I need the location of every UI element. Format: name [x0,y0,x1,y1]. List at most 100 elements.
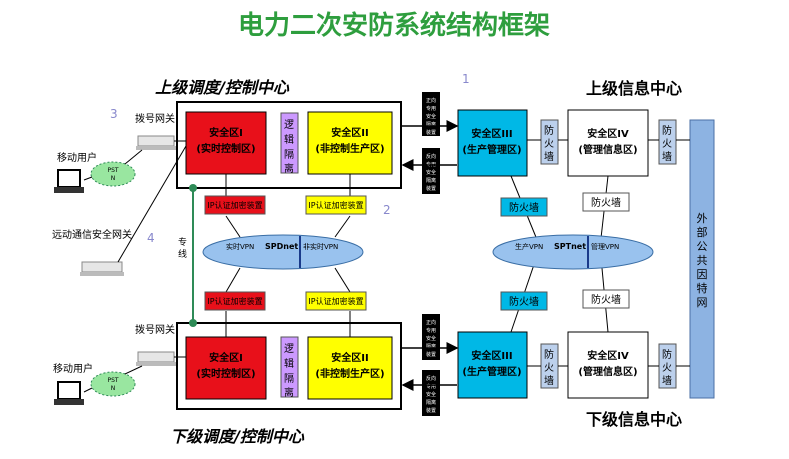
upper-zone1-box[interactable] [185,111,267,175]
svg-text:安全区II: 安全区II [331,351,368,364]
svg-text:墙: 墙 [544,374,554,387]
lower-zone1-box[interactable] [185,336,267,400]
svg-text:(管理信息区): (管理信息区) [578,365,637,378]
page-title: 电力二次安防系统结构框架 [238,10,550,41]
upper-forward-isolation[interactable] [422,92,440,136]
lower-pstn-cloud [90,371,136,397]
upper-firewall-3-4[interactable] [540,119,559,165]
upper-dispatch-frame [176,101,402,189]
upper-dialup-device[interactable] [137,135,175,147]
svg-text:外: 外 [697,212,708,225]
sptnet-center-label: SPTnet [554,242,586,251]
marker-3: 3 [110,107,118,121]
upper-firewall-4-ext[interactable] [658,119,677,165]
spdnet-right-label: 非实时VPN [303,242,338,251]
svg-text:安全: 安全 [426,335,436,342]
svg-text:(生产管理区): (生产管理区) [462,143,521,156]
svg-text:特: 特 [697,281,708,295]
svg-text:防火墙: 防火墙 [509,295,539,308]
svg-text:专用: 专用 [426,383,436,390]
svg-text:专用: 专用 [426,327,436,334]
lower-dialup-device[interactable] [137,351,175,363]
svg-text:公: 公 [697,240,708,253]
svg-text:(非控制生产区): (非控制生产区) [315,367,384,380]
upper-mobile-user-icon[interactable] [57,169,81,188]
sptnet-left-label: 生产VPN [515,242,543,251]
svg-text:装置: 装置 [426,351,436,358]
sptnet-right-label: 管理VPN [591,242,619,251]
svg-text:装置: 装置 [426,407,436,414]
upper-logic-char-4: 离 [284,162,294,175]
lower-ip-auth-nonrealtime[interactable] [305,291,367,311]
svg-text:防: 防 [662,348,672,361]
svg-text:隔离: 隔离 [426,399,436,406]
upper-logic-char-2: 辑 [284,133,294,146]
svg-text:防火墙: 防火墙 [509,201,539,214]
svg-text:墙: 墙 [544,150,554,163]
svg-text:部: 部 [697,225,708,239]
lower-ip-auth-realtime[interactable] [204,291,266,311]
lower-mobile-user-icon[interactable] [57,381,81,400]
upper-logic-char-1: 逻 [284,119,294,131]
upper-reverse-isolation[interactable] [422,148,440,194]
svg-text:正向: 正向 [426,319,436,326]
upper-zone3-box[interactable] [457,109,528,177]
spdnet-ellipse[interactable] [202,234,364,270]
svg-text:安全: 安全 [426,391,436,398]
lower-reverse-isolation[interactable] [422,370,440,416]
svg-text:IP认证加密装置: IP认证加密装置 [308,296,363,306]
svg-text:安全: 安全 [426,113,436,120]
spdnet-center-label: SPDnet [265,242,298,251]
upper-ip-auth-nonrealtime[interactable] [305,195,367,215]
upper-dispatch-label: 上级调度/控制中心 [155,78,290,97]
svg-text:安全区IV: 安全区IV [587,349,629,362]
svg-text:正向: 正向 [426,97,436,104]
upper-pstn-cloud [90,161,136,187]
lower-zone3-box[interactable] [457,331,528,399]
zone4-upper-firewall-h[interactable] [582,192,630,212]
upper-zone2-box[interactable] [307,111,393,175]
marker-4: 4 [147,231,155,245]
lower-logic-isolation[interactable] [280,336,299,398]
svg-text:墙: 墙 [662,150,672,163]
svg-text:IP认证加密装置: IP认证加密装置 [308,200,363,210]
lower-logic-char-1: 逻 [284,343,294,355]
svg-text:安全区I: 安全区I [209,351,243,364]
sptnet-ellipse[interactable] [492,234,654,270]
upper-logic-isolation[interactable] [280,112,299,174]
remote-gateway-device[interactable] [81,261,123,273]
svg-text:线: 线 [178,248,187,260]
svg-text:装置: 装置 [426,129,436,136]
marker-1: 1 [462,72,470,86]
lower-dispatch-frame [176,322,402,410]
upper-dialup-label: 拨号网关 [135,112,175,125]
lower-zone2-box[interactable] [307,336,393,400]
lower-info-label: 下级信息中心 [586,410,682,429]
svg-text:安全区II: 安全区II [331,126,368,139]
upper-zone4-box[interactable] [567,109,649,177]
svg-text:安全: 安全 [426,169,436,176]
svg-text:隔离: 隔离 [426,121,436,128]
svg-text:网: 网 [697,296,708,309]
lower-zone4-box[interactable] [567,331,649,399]
svg-text:装置: 装置 [426,185,436,192]
upper-mobile-user-label: 移动用户 [57,151,97,164]
svg-text:火: 火 [662,362,672,374]
svg-text:防: 防 [544,124,554,137]
svg-text:专: 专 [178,236,187,248]
external-internet-bar[interactable] [689,119,715,399]
upper-logic-char-3: 隔 [284,149,294,161]
upper-ip-auth-realtime[interactable] [204,195,266,215]
lower-dispatch-label: 下级调度/控制中心 [170,427,305,446]
upper-info-label: 上级信息中心 [586,79,682,98]
zone4-lower-firewall-h[interactable] [582,289,630,309]
spdnet-left-label: 实时VPN [226,242,254,251]
zone3-upper-firewall-h[interactable] [500,197,548,217]
zone3-lower-firewall-h[interactable] [500,291,548,311]
lower-logic-char-3: 隔 [284,373,294,385]
remote-gateway-label: 远动通信安全网关 [52,228,132,241]
svg-text:(非控制生产区): (非控制生产区) [315,142,384,155]
svg-text:火: 火 [544,362,554,374]
svg-text:安全区III: 安全区III [471,349,512,362]
svg-text:防: 防 [544,348,554,361]
